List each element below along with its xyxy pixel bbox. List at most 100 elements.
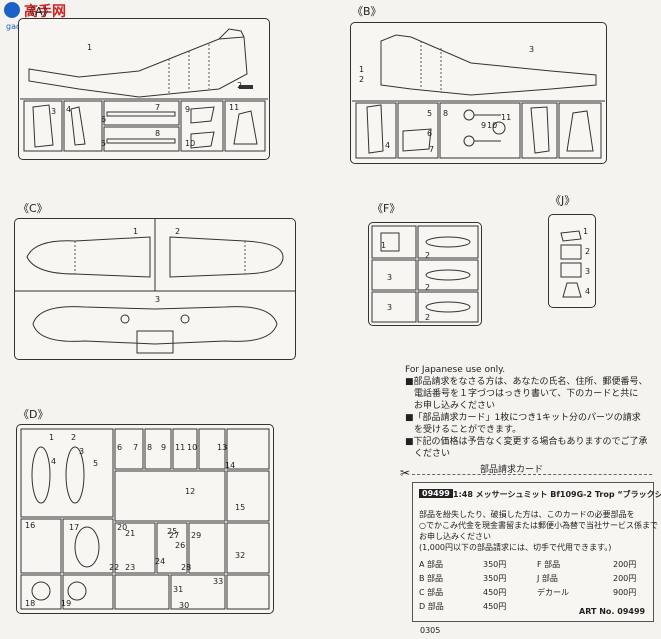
part-a7: 7 bbox=[155, 103, 161, 112]
part-b10: 10 bbox=[487, 121, 498, 130]
part-a10: 10 bbox=[185, 139, 196, 148]
scissors-icon: ✂ bbox=[400, 466, 411, 480]
part-b5: 5 bbox=[427, 109, 433, 118]
sprue-c: 1 2 3 bbox=[14, 218, 296, 360]
part-d32: 32 bbox=[235, 551, 246, 560]
part-d17: 17 bbox=[69, 523, 80, 532]
card-desc-1: 部品を紛失したり、破損した方は、このカードの必要部品を bbox=[419, 510, 635, 519]
price-b-part: B 部品 bbox=[419, 574, 444, 583]
card-desc-4: (1,000円以下の部品請求には、切手で代用できます。) bbox=[419, 543, 612, 552]
sprue-j-label: 《J》 bbox=[550, 194, 576, 207]
part-f2c: 2 bbox=[425, 313, 431, 322]
card-desc-2: ○でかこみ代金を現金書留または郵便小為替で当社サービス係まで bbox=[419, 521, 658, 530]
sprue-j-drawing bbox=[560, 230, 582, 298]
part-b11: 11 bbox=[501, 113, 512, 122]
part-d26: 26 bbox=[175, 541, 186, 550]
sprue-c-drawing bbox=[15, 219, 295, 354]
notice-line-4: ■「部品請求カード」1枚につき1キット分のパーツの請求 bbox=[405, 413, 641, 423]
part-a3: 3 bbox=[51, 107, 57, 116]
price-j-part: J 部品 bbox=[537, 574, 558, 583]
sprue-d-drawing bbox=[20, 428, 270, 610]
part-d13: 13 bbox=[217, 443, 228, 452]
art-number: ART No. 09499 bbox=[579, 607, 646, 616]
part-d5: 5 bbox=[93, 459, 99, 468]
part-f2b: 2 bbox=[425, 283, 431, 292]
part-d16: 16 bbox=[25, 521, 36, 530]
price-b-value: 350円 bbox=[483, 574, 507, 583]
sprue-a-drawing bbox=[20, 28, 268, 152]
part-d28: 28 bbox=[181, 563, 192, 572]
price-j-value: 200円 bbox=[613, 574, 637, 583]
part-f2a: 2 bbox=[425, 251, 431, 260]
sprue-j: 1 2 3 4 bbox=[548, 214, 596, 308]
notice-line-3: お申し込みください bbox=[405, 401, 496, 411]
parts-request-card: 09499 1:48 メッサーシュミット Bf109G-2 Trop “ブラック… bbox=[412, 482, 661, 622]
part-d33: 33 bbox=[213, 577, 224, 586]
part-f3a: 3 bbox=[387, 273, 393, 282]
part-d1: 1 bbox=[49, 433, 55, 442]
svg-text:高手网: 高手网 bbox=[24, 3, 66, 20]
price-d-value: 450円 bbox=[483, 602, 507, 611]
part-b8: 8 bbox=[443, 109, 449, 118]
part-d6: 6 bbox=[117, 443, 123, 452]
part-f1: 1 bbox=[381, 241, 387, 250]
sprue-d-label: 《D》 bbox=[18, 408, 49, 421]
part-d14: 14 bbox=[225, 461, 236, 470]
part-d30: 30 bbox=[179, 601, 190, 610]
part-j2: 2 bbox=[585, 247, 591, 256]
sprue-f: 1 2 3 2 3 2 bbox=[368, 222, 482, 326]
part-d24: 24 bbox=[155, 557, 166, 566]
sprue-b: 3 1 2 4 5 6 7 8 9 10 11 bbox=[350, 22, 607, 164]
price-decal-part: デカール bbox=[537, 588, 569, 597]
price-decal-value: 900円 bbox=[613, 588, 637, 597]
footer-code: 0305 bbox=[420, 626, 441, 635]
part-f3b: 3 bbox=[387, 303, 393, 312]
price-f-value: 200円 bbox=[613, 560, 637, 569]
sprue-b-drawing bbox=[352, 34, 605, 159]
part-a2: 2 bbox=[237, 81, 243, 90]
part-d21: 21 bbox=[125, 529, 136, 538]
notice-line-7: ください bbox=[405, 449, 451, 459]
part-a6: 6 bbox=[101, 115, 107, 124]
part-c1: 1 bbox=[133, 227, 139, 236]
part-b4: 4 bbox=[385, 141, 391, 150]
sprue-c-label: 《C》 bbox=[18, 202, 48, 215]
part-b9: 9 bbox=[481, 121, 487, 130]
part-d2: 2 bbox=[71, 433, 77, 442]
part-c2: 2 bbox=[175, 227, 181, 236]
part-d15: 15 bbox=[235, 503, 246, 512]
card-desc-3: お申し込みください bbox=[419, 532, 491, 541]
notice-line-2: 電話番号を１字づつはっきり書いて、下のカードと共に bbox=[405, 389, 639, 399]
part-d29: 29 bbox=[191, 531, 202, 540]
part-b3: 3 bbox=[529, 45, 535, 54]
part-d4: 4 bbox=[51, 457, 57, 466]
part-d22: 22 bbox=[109, 563, 120, 572]
sprue-b-label: 《B》 bbox=[352, 5, 382, 18]
part-j3: 3 bbox=[585, 267, 591, 276]
part-c3: 3 bbox=[155, 295, 161, 304]
notice-line-1: ■部品請求をなさる方は、あなたの氏名、住所、郵便番号、 bbox=[405, 377, 648, 387]
part-d11: 11 bbox=[175, 443, 186, 452]
sprue-f-label: 《F》 bbox=[372, 202, 401, 215]
part-a8: 8 bbox=[155, 129, 161, 138]
price-a-value: 350円 bbox=[483, 560, 507, 569]
part-d10: 10 bbox=[187, 443, 198, 452]
part-d7: 7 bbox=[133, 443, 139, 452]
price-c-value: 450円 bbox=[483, 588, 507, 597]
part-d23: 23 bbox=[125, 563, 136, 572]
part-d20: 20 bbox=[117, 523, 128, 532]
part-d19: 19 bbox=[61, 599, 72, 608]
notice-line-6: ■下記の価格は予告なく変更する場合もありますのでご了承 bbox=[405, 437, 648, 447]
part-b1: 1 bbox=[359, 65, 365, 74]
part-d12: 12 bbox=[185, 487, 196, 496]
part-b6: 6 bbox=[427, 129, 433, 138]
notice-line-5: を受けることができます。 bbox=[405, 425, 522, 435]
card-product: 1:48 メッサーシュミット Bf109G-2 Trop “ブラックシックス” bbox=[453, 490, 661, 499]
part-a1: 1 bbox=[87, 43, 93, 52]
part-d8: 8 bbox=[147, 443, 153, 452]
part-a5: 5 bbox=[101, 139, 107, 148]
part-a4: 4 bbox=[66, 105, 72, 114]
part-d25: 25 bbox=[167, 527, 178, 536]
part-a11: 11 bbox=[229, 103, 240, 112]
price-c-part: C 部品 bbox=[419, 588, 444, 597]
